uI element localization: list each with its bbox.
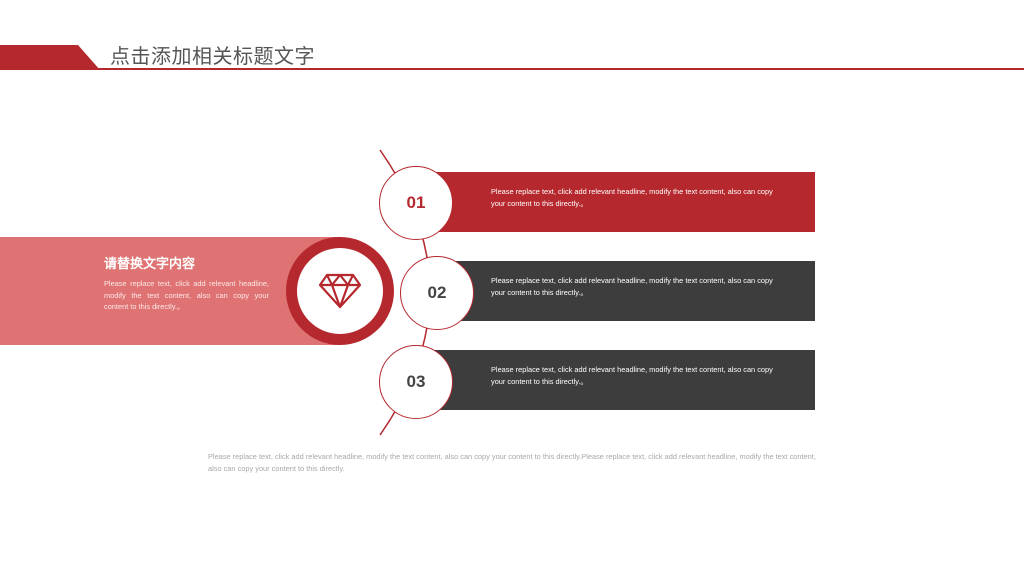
diamond-icon <box>318 273 362 309</box>
item-bar-2 <box>432 261 815 321</box>
item-bar-3 <box>432 350 815 410</box>
item-number-1[interactable]: 01 <box>379 166 453 240</box>
item-text-1[interactable]: Please replace text, click add relevant … <box>491 187 773 208</box>
item-number-3[interactable]: 03 <box>379 345 453 419</box>
page-title[interactable]: 点击添加相关标题文字 <box>110 44 315 68</box>
header-rule <box>90 68 1024 70</box>
item-bar-1 <box>432 172 815 232</box>
side-panel-title[interactable]: 请替换文字内容 <box>104 257 196 272</box>
hub-center <box>297 248 383 334</box>
footer-text[interactable]: Please replace text, click add relevant … <box>208 452 816 473</box>
item-number-2[interactable]: 02 <box>400 256 474 330</box>
header-accent-tab <box>0 45 100 70</box>
item-text-2[interactable]: Please replace text, click add relevant … <box>491 276 773 297</box>
side-panel <box>0 237 340 345</box>
item-text-3[interactable]: Please replace text, click add relevant … <box>491 365 773 386</box>
side-panel-body[interactable]: Please replace text, click add relevant … <box>104 279 269 311</box>
